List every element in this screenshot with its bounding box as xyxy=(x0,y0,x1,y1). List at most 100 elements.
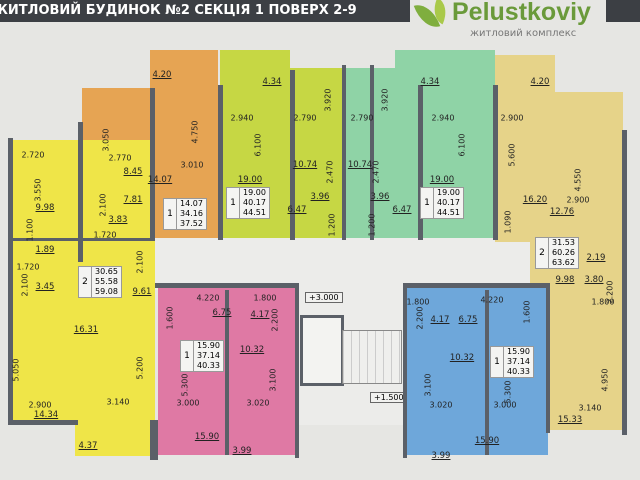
room-count: 1 xyxy=(167,209,173,219)
dimension-label: 3.000 xyxy=(176,398,200,408)
total-area: 55.58 xyxy=(95,277,118,286)
dimension-label: 2.720 xyxy=(21,150,45,160)
dimension-label: 5.300 xyxy=(503,380,513,404)
dimension-label: 3.920 xyxy=(323,88,333,112)
total-area: 40.17 xyxy=(437,198,460,207)
dimension-label: 5.300 xyxy=(180,373,190,397)
apartment-orange-balcony xyxy=(150,50,218,88)
room-area-label: 4.37 xyxy=(78,441,98,451)
room-area-label: 19.00 xyxy=(237,175,263,185)
room-area-label: 4.17 xyxy=(430,315,450,325)
dimension-label: 2.470 xyxy=(371,160,381,184)
living-area: 31.53 xyxy=(552,238,575,247)
dimension-label: 2.940 xyxy=(230,113,254,123)
room-area-label: 10.74 xyxy=(347,160,373,170)
header-bar: ЖИТЛОВИЙ БУДИНОК №2 СЕКЦІЯ 1 ПОВЕРХ 2-9 xyxy=(0,0,410,22)
room-area-label: 9.98 xyxy=(35,203,55,213)
room-area-label: 3.96 xyxy=(370,192,390,202)
overall-area: 40.33 xyxy=(507,367,530,376)
room-area-label: 16.31 xyxy=(73,325,99,335)
dimension-label: 6.100 xyxy=(253,133,263,157)
dimension-label: 3.550 xyxy=(33,178,43,202)
room-area-label: 3.83 xyxy=(108,215,128,225)
room-count: 1 xyxy=(184,351,190,361)
room-area-label: 9.61 xyxy=(132,287,152,297)
room-area-label: 4.17 xyxy=(250,310,270,320)
dimension-label: 1.800 xyxy=(591,297,615,307)
room-area-label: 4.20 xyxy=(530,77,550,87)
room-area-label: 6.47 xyxy=(392,205,412,215)
room-area-label: 7.81 xyxy=(123,195,143,205)
living-area: 14.07 xyxy=(180,199,203,208)
dimension-label: 3.010 xyxy=(180,160,204,170)
level-mark: +1.500 xyxy=(370,392,408,403)
room-area-label: 2.19 xyxy=(586,253,606,263)
dimension-label: 3.100 xyxy=(423,373,433,397)
logo-name: Pelustkoviy xyxy=(452,0,591,26)
overall-area: 63.62 xyxy=(552,258,575,267)
dimension-label: 2.940 xyxy=(431,113,455,123)
dimension-label: 4.950 xyxy=(600,368,610,392)
overall-area: 44.51 xyxy=(243,208,266,217)
apartment-khaki-balcony xyxy=(495,55,555,95)
dimension-label: 2.900 xyxy=(28,400,52,410)
dimension-label: 2.470 xyxy=(325,160,335,184)
dimension-label: 2.200 xyxy=(270,308,280,332)
living-area: 30.65 xyxy=(95,267,118,276)
room-area-label: 6.75 xyxy=(212,308,232,318)
dimension-label: 4.550 xyxy=(573,168,583,192)
room-area-label: 10.32 xyxy=(449,353,475,363)
living-area: 15.90 xyxy=(507,347,530,356)
dimension-label: 1.800 xyxy=(406,297,430,307)
apartment-khaki xyxy=(495,92,623,242)
total-area: 34.16 xyxy=(180,209,203,218)
room-area-label: 4.20 xyxy=(152,70,172,80)
room-area-label: 14.07 xyxy=(147,175,173,185)
room-count: 1 xyxy=(424,198,430,208)
dimension-label: 3.020 xyxy=(429,400,453,410)
dimension-label: 6.100 xyxy=(457,133,467,157)
room-count: 1 xyxy=(230,198,236,208)
room-area-label: 16.20 xyxy=(522,195,548,205)
room-area-label: 8.45 xyxy=(123,167,143,177)
room-area-label: 3.99 xyxy=(232,446,252,456)
room-area-label: 1.89 xyxy=(35,245,55,255)
dimension-label: 2.100 xyxy=(20,273,30,297)
room-area-label: 9.98 xyxy=(555,275,575,285)
apartment-lime-kitchen xyxy=(290,68,342,238)
total-area: 40.17 xyxy=(243,198,266,207)
room-area-label: 3.99 xyxy=(431,451,451,461)
total-area: 37.14 xyxy=(507,357,530,366)
elevator-shaft xyxy=(300,315,344,386)
room-area-label: 15.90 xyxy=(194,432,220,442)
room-area-label: 3.45 xyxy=(35,282,55,292)
dimension-label: 2.770 xyxy=(108,153,132,163)
staircase xyxy=(342,330,402,384)
dimension-label: 4.750 xyxy=(190,120,200,144)
dimension-label: 4.220 xyxy=(196,293,220,303)
dimension-label: 3.000 xyxy=(493,400,517,410)
dimension-label: 2.790 xyxy=(293,113,317,123)
dimension-label: 5.600 xyxy=(507,143,517,167)
total-area: 37.14 xyxy=(197,351,220,360)
corridor xyxy=(150,235,530,290)
dimension-label: 1.720 xyxy=(16,262,40,272)
room-area-label: 10.74 xyxy=(292,160,318,170)
room-area-label: 12.76 xyxy=(549,207,575,217)
dimension-label: 2.900 xyxy=(566,195,590,205)
dimension-label: 3.050 xyxy=(101,128,111,152)
room-area-label: 3.96 xyxy=(310,192,330,202)
room-area-label: 6.47 xyxy=(287,205,307,215)
room-count: 2 xyxy=(82,277,88,287)
dimension-label: 1.720 xyxy=(93,230,117,240)
room-count: 1 xyxy=(494,357,500,367)
room-area-label: 10.32 xyxy=(239,345,265,355)
room-area-label: 14.34 xyxy=(33,410,59,420)
dimension-label: 3.140 xyxy=(106,397,130,407)
